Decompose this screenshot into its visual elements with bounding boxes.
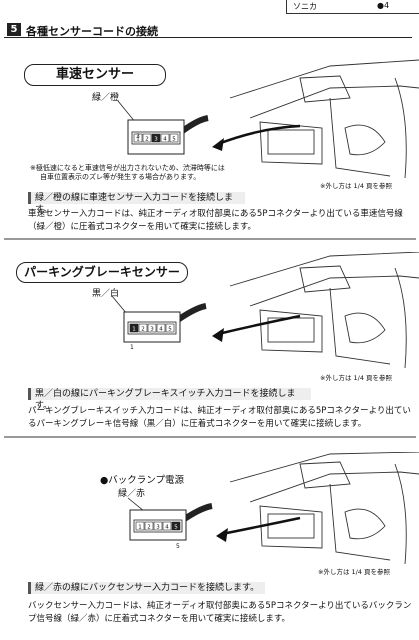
- backup-lamp-power-label: ●バックランプ電源: [100, 475, 185, 486]
- instruction-bar: 黒／白の線にパーキングブレーキスイッチ入力コードを接続します。: [28, 388, 311, 411]
- section-number: 5: [7, 23, 21, 36]
- connector-pin-number: 3: [156, 524, 160, 530]
- connector-pin-number: 5: [168, 326, 172, 332]
- instruction-paragraph: パーキングブレーキスイッチ入力コードは、純正オーディオ取付部奥にある5Pコネクタ…: [28, 406, 411, 429]
- section-divider: [4, 238, 416, 240]
- wire-color-label: 緑／橙: [92, 93, 120, 103]
- section-title: 5 各種センサーコードの接続: [4, 22, 412, 38]
- note-line-1: ※極低速になると車速信号が出力されないため、渋滞時等には: [30, 164, 225, 172]
- parking-brake-sensor-label: パーキングブレーキセンサー: [16, 262, 188, 283]
- connector-pin: [133, 133, 179, 143]
- connector-pin-number: 4: [163, 136, 167, 142]
- instruction-bar: 緑／橙の線に車速センサー入力コードを接続します。: [28, 192, 245, 215]
- pin-marker: 5: [176, 543, 180, 550]
- reference-note: ※外し方は 1/4 頁を参照: [320, 374, 393, 382]
- connector-pin-number: 3: [154, 136, 158, 142]
- connector-pin-number: 2: [147, 524, 151, 530]
- connector-pin-number: 4: [165, 524, 169, 530]
- connector-pin-number: 1: [138, 524, 142, 530]
- note-line-2: 自車位置表示のズレ等が発生する場合があります。: [40, 173, 201, 181]
- connector-pin-number: 5: [172, 136, 176, 142]
- connector-pin-number: 2: [141, 326, 145, 332]
- instruction-paragraph: 車速センサー入力コードは、純正オーディオ取付部奥にある5Pコネクターより出ている…: [28, 209, 403, 232]
- connector-pin-number: 3: [150, 326, 154, 332]
- vehicle-speed-sensor-label: 車速センサー: [24, 64, 166, 86]
- reference-note: ※外し方は 1/4 頁を参照: [318, 568, 391, 576]
- header-page: ●4: [377, 1, 390, 10]
- connector-pin-number: 4: [159, 326, 163, 332]
- wire-color-label: 緑／赤: [118, 489, 146, 499]
- section-divider: [4, 436, 416, 438]
- section-title-text: 各種センサーコードの接続: [26, 25, 158, 38]
- pin-marker: 3: [136, 133, 140, 140]
- instruction-paragraph: バックセンサー入力コードは、純正オーディオ取付部奥にある5Pコネクターより出てい…: [28, 601, 412, 624]
- pin-marker: 1: [130, 344, 134, 351]
- instruction-bar: 緑／赤の線にバックセンサー入力コードを接続します。: [28, 582, 265, 594]
- wire-color-label: 黒／白: [92, 289, 120, 299]
- connector-pin-number: 5: [174, 524, 178, 530]
- page-header: ソニカ ●4: [286, 0, 419, 14]
- connector-pin-number: 1: [132, 326, 136, 332]
- reference-note: ※外し方は 1/4 頁を参照: [320, 182, 393, 190]
- connector-pin-number: 1: [136, 136, 140, 142]
- connector-pin-number: 2: [145, 136, 149, 142]
- header-model: ソニカ: [293, 2, 317, 11]
